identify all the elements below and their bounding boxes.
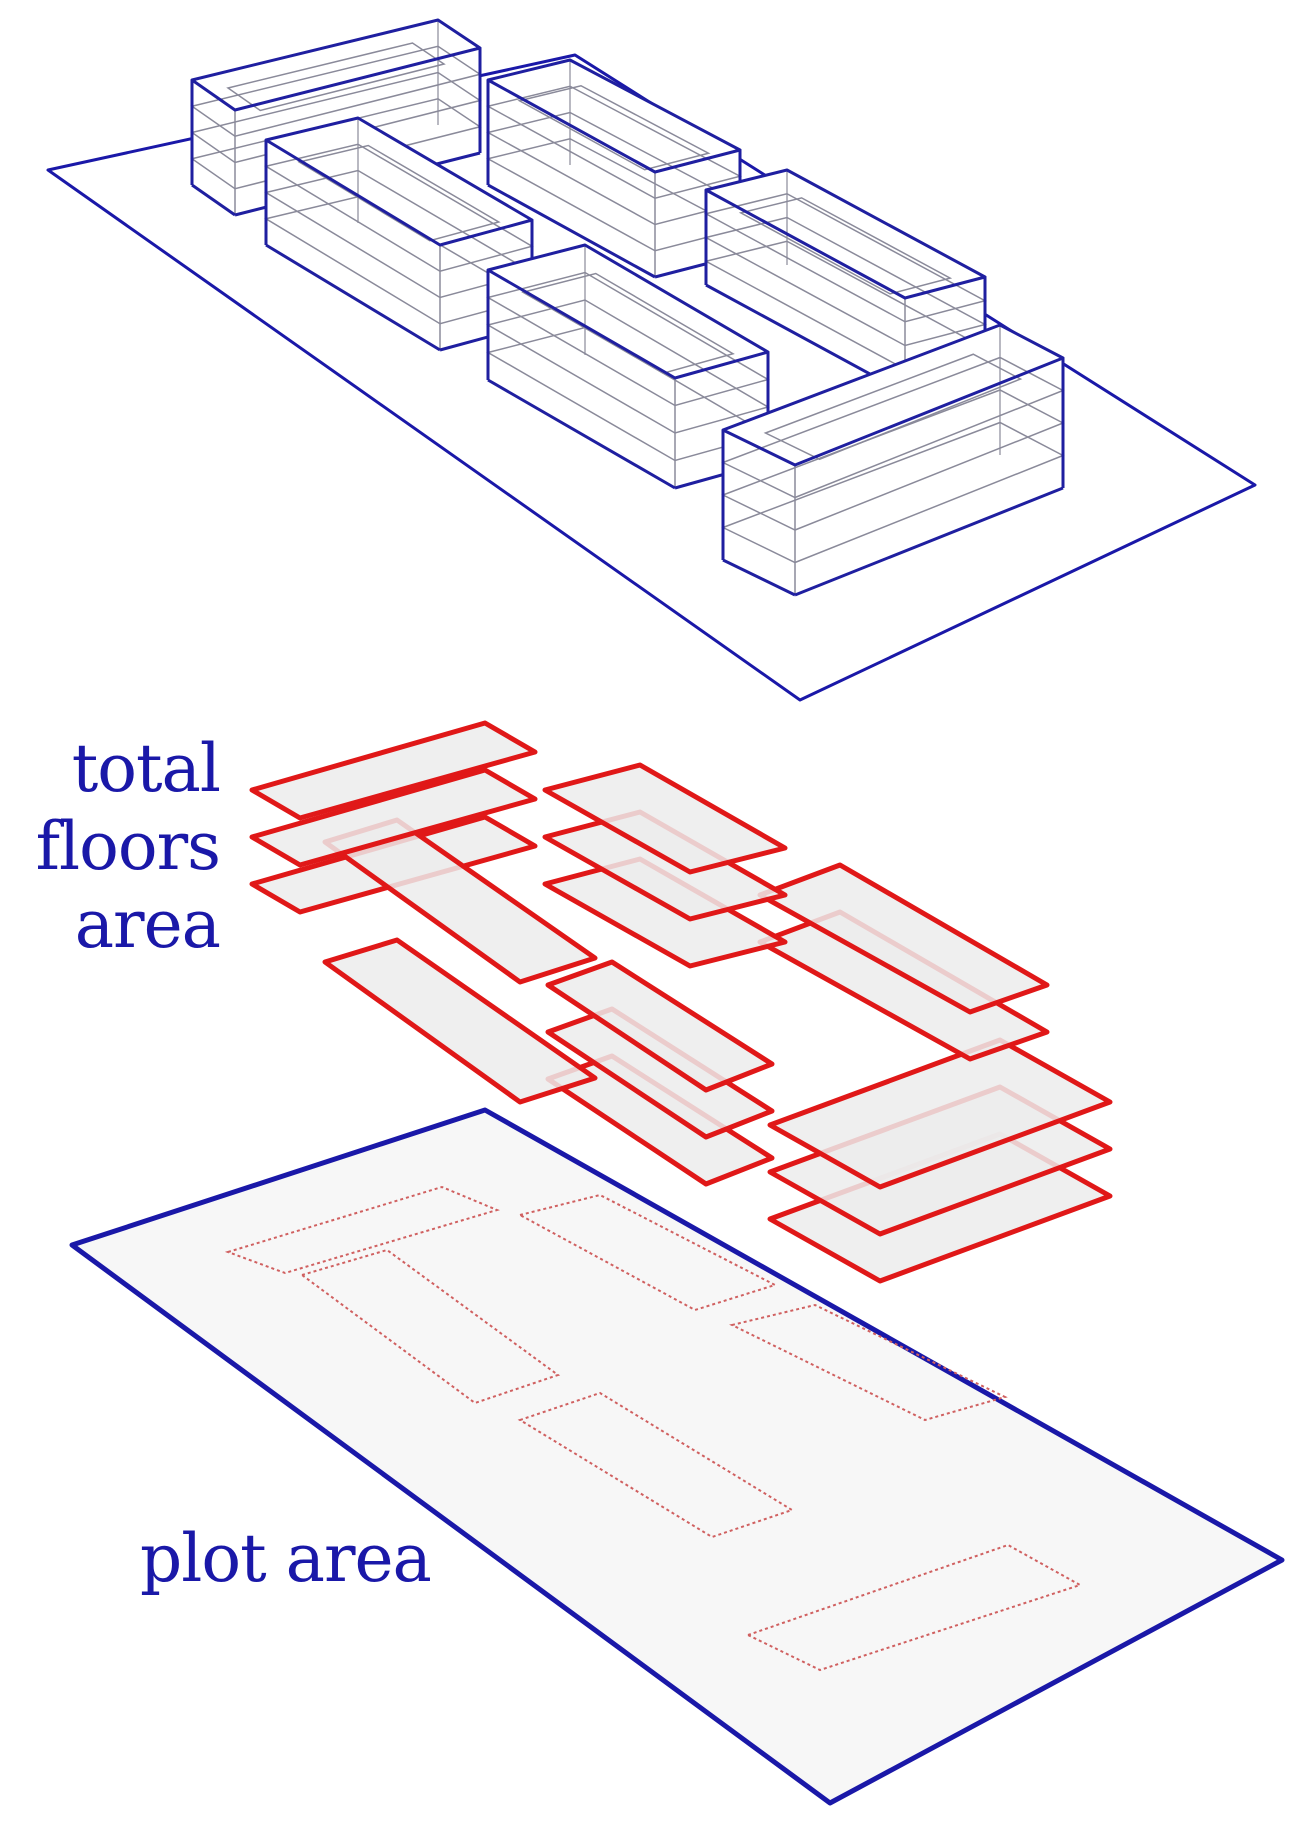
building-base-edge xyxy=(794,486,1064,597)
floor-slab xyxy=(767,1037,1113,1190)
floor-slab xyxy=(757,862,1050,1015)
building-core-line xyxy=(521,272,735,375)
footprint-outline xyxy=(729,1303,1008,1422)
footprint-outline xyxy=(517,1391,795,1539)
floor-slab xyxy=(545,1006,775,1140)
floor-slab xyxy=(322,937,598,1105)
footprint-outline xyxy=(299,1248,561,1405)
building-base-edge xyxy=(487,183,656,279)
floor-slab xyxy=(545,959,775,1093)
building-body xyxy=(706,170,985,393)
building-core-line xyxy=(763,353,1023,461)
label-line-floors: floors xyxy=(35,808,221,885)
floor-slab xyxy=(249,720,538,821)
footprint-outline xyxy=(224,1185,500,1275)
building-base-edge xyxy=(265,243,441,352)
floor-slab xyxy=(542,762,788,875)
plot-area-label: plot area xyxy=(140,1520,432,1597)
floor-slabs-stack xyxy=(249,720,1113,1284)
building-base-edge xyxy=(722,558,796,597)
building-core-line xyxy=(738,197,953,295)
floor-slab xyxy=(545,1053,775,1187)
label-line-area: area xyxy=(74,886,221,963)
building-volume xyxy=(703,168,988,395)
plot-area-slab xyxy=(69,1107,1285,1806)
building-volume xyxy=(721,323,1065,597)
footprint-outline xyxy=(517,1193,778,1312)
building-base-edge xyxy=(487,378,676,490)
building-core-line xyxy=(297,144,501,242)
building-volumes xyxy=(190,18,1065,597)
building-core-line xyxy=(226,42,446,112)
plot-slab xyxy=(69,1107,1285,1806)
building-footprints xyxy=(224,1185,1083,1672)
label-line-total: total xyxy=(71,730,221,807)
total-floors-area-label: total floors area xyxy=(0,730,221,964)
building-base-edge xyxy=(191,183,236,217)
building-core-line xyxy=(517,84,711,171)
floor-slab xyxy=(249,767,538,868)
